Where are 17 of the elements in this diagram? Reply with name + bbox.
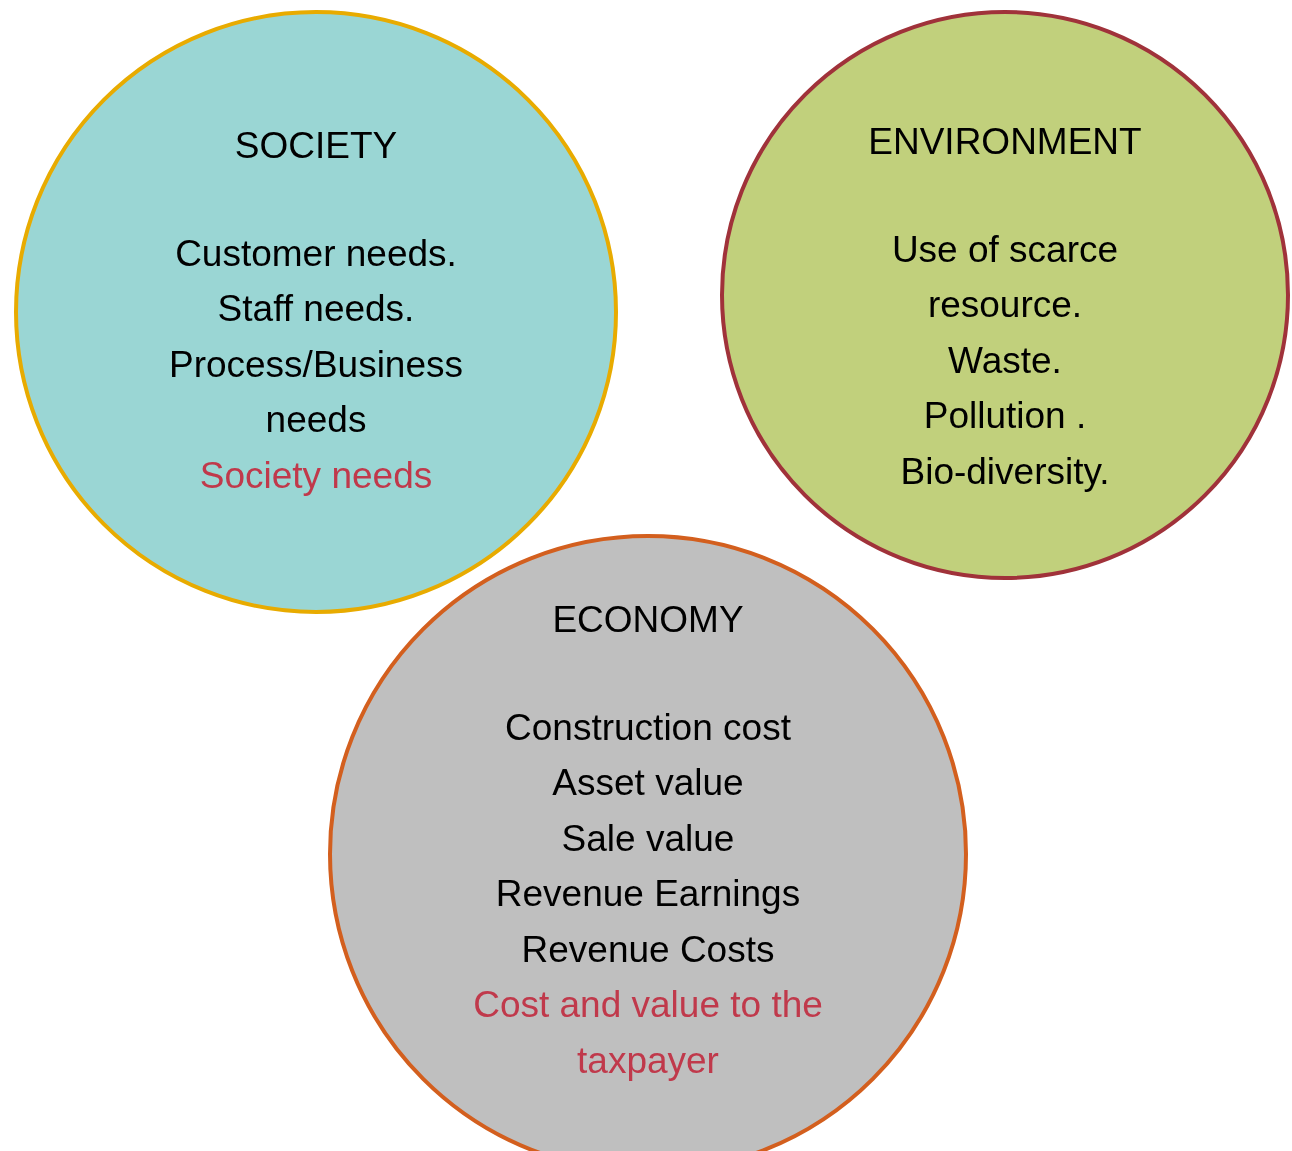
list-item: Waste.: [948, 338, 1062, 383]
list-item: Society needs: [199, 453, 433, 498]
circle-heading: SOCIETY: [234, 124, 398, 168]
list-item: Use of scarce resource.: [890, 227, 1120, 327]
list-item: Revenue Costs: [521, 927, 775, 972]
list-item: Customer needs.: [175, 231, 457, 276]
list-item: Asset value: [552, 761, 744, 805]
list-item: Staff needs.: [217, 287, 415, 331]
list-item: Pollution .: [923, 394, 1087, 438]
circle-heading: ENVIRONMENT: [868, 120, 1142, 164]
list-item: Process/Business needs: [167, 342, 465, 442]
list-item: Construction cost: [505, 705, 791, 750]
list-item: Cost and value to the taxpayer: [472, 983, 824, 1083]
list-item: Sale value: [561, 816, 735, 861]
list-item: Revenue Earnings: [495, 872, 801, 916]
list-item: Bio-diversity.: [900, 449, 1110, 494]
circle-heading: ECONOMY: [552, 598, 744, 642]
